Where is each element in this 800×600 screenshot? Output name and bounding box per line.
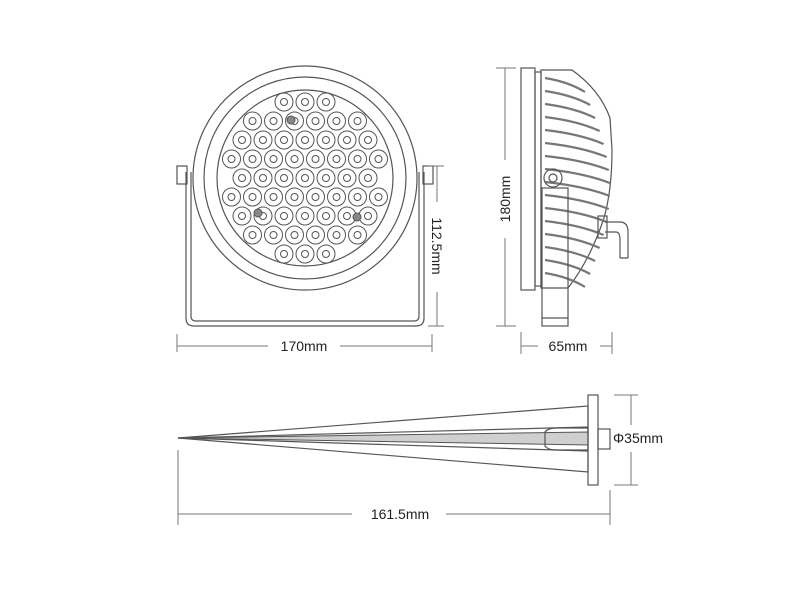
led-lens: [358, 168, 378, 188]
led-lens: [348, 187, 367, 207]
led-lens: [316, 244, 336, 264]
led-lens: [274, 92, 294, 112]
fin: [544, 102, 596, 119]
led-lens: [285, 225, 304, 245]
fin: [544, 245, 596, 262]
led-lens: [306, 149, 325, 169]
left-bolt: [176, 165, 188, 185]
width-dimension-label: 170mm: [281, 338, 328, 354]
led-lens: [274, 168, 294, 188]
led-lens: [285, 187, 304, 207]
led-lens: [348, 149, 367, 169]
led-lens: [243, 187, 262, 207]
led-lens: [232, 168, 252, 188]
led-lens: [243, 225, 262, 245]
led-lens: [337, 130, 357, 150]
spike-boss: [544, 427, 589, 451]
led-lens: [316, 206, 336, 226]
led-lens: [295, 244, 315, 264]
cooling-fins: [544, 76, 611, 288]
spike-dimensions: Φ35mm 161.5mm: [177, 394, 663, 525]
fin: [544, 193, 610, 211]
led-lens: [316, 130, 336, 150]
led-lens: [327, 111, 346, 131]
fin: [544, 206, 608, 224]
led-lens: [369, 149, 388, 169]
fin: [544, 167, 611, 185]
led-lens: [274, 206, 294, 226]
spike-length-dimension-label: 161.5mm: [371, 506, 429, 522]
led-lens: [232, 130, 252, 150]
fin: [544, 141, 608, 159]
led-lens: [316, 92, 336, 112]
led-lens: [295, 206, 315, 226]
led-lens: [295, 92, 315, 112]
front-dimensions: 170mm 112.5mm: [176, 165, 445, 354]
led-lens: [285, 149, 304, 169]
side-view: [520, 67, 629, 327]
led-lens: [327, 149, 346, 169]
side-height-dimension-label: 180mm: [497, 176, 513, 223]
side-dimensions: 180mm 65mm: [496, 67, 613, 354]
ground-spike: [177, 394, 611, 486]
led-lens: [264, 149, 283, 169]
fin: [544, 180, 611, 198]
power-cable: [605, 221, 629, 259]
heat-sink: [540, 69, 613, 289]
led-lens: [232, 206, 252, 226]
fin: [544, 154, 610, 172]
led-lens: [295, 168, 315, 188]
led-lens: [306, 111, 325, 131]
led-lens: [358, 130, 378, 150]
led-lens: [222, 149, 241, 169]
hinge-knob: [543, 168, 563, 188]
fin: [544, 271, 586, 288]
fin: [544, 76, 586, 93]
led-lens: [243, 111, 262, 131]
stand-plate: [541, 187, 569, 327]
lamp-inner-ring: [203, 76, 407, 280]
led-lens: [264, 225, 283, 245]
led-lens: [295, 130, 315, 150]
led-lens: [253, 130, 273, 150]
led-lens: [274, 130, 294, 150]
front-view: [176, 65, 434, 327]
led-array: [222, 92, 388, 264]
height-dimension-label: 112.5mm: [429, 217, 445, 274]
mounting-bracket: [185, 172, 425, 327]
fin: [544, 115, 601, 133]
screw: [352, 212, 362, 222]
led-lens: [306, 225, 325, 245]
led-lens: [264, 187, 283, 207]
led-lens: [369, 187, 388, 207]
spike-collar: [587, 394, 599, 486]
front-bezel: [520, 67, 536, 291]
led-lens: [337, 168, 357, 188]
led-lens: [253, 168, 273, 188]
fin: [544, 258, 591, 275]
lens-area: [216, 89, 394, 267]
screw: [286, 115, 296, 125]
lamp-outer-ring: [192, 65, 418, 291]
led-lens: [327, 225, 346, 245]
fin: [544, 219, 605, 237]
screw: [253, 208, 263, 218]
fin: [544, 232, 601, 250]
led-lens: [358, 206, 378, 226]
fin: [544, 89, 591, 106]
led-lens: [264, 111, 283, 131]
fin: [544, 128, 605, 146]
led-lens: [348, 225, 367, 245]
led-lens: [316, 168, 336, 188]
led-lens: [222, 187, 241, 207]
led-lens: [274, 244, 294, 264]
diameter-dimension-label: Φ35mm: [613, 430, 663, 446]
side-depth-dimension-label: 65mm: [549, 338, 588, 354]
led-lens: [327, 187, 346, 207]
led-lens: [243, 149, 262, 169]
led-lens: [306, 187, 325, 207]
led-lens: [348, 111, 367, 131]
